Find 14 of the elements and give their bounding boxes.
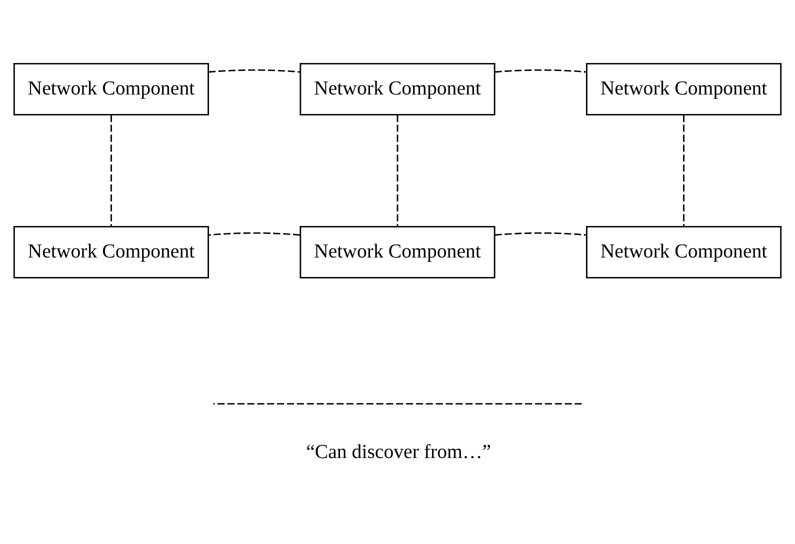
node-box: Network Component [586, 226, 782, 278]
node-box: Network Component [586, 62, 782, 116]
connector [396, 114, 398, 226]
connector [208, 232, 300, 236]
connector [110, 114, 112, 226]
connector [683, 114, 684, 226]
connector [494, 232, 586, 236]
node-box: Network Component [300, 226, 496, 278]
node-box: Network Component [13, 62, 209, 116]
legend-label: “Can discover from…” [306, 440, 492, 463]
node-box: Network Component [13, 226, 209, 278]
connector [208, 69, 300, 73]
node-box: Network Component [300, 62, 496, 116]
connector [494, 69, 586, 73]
